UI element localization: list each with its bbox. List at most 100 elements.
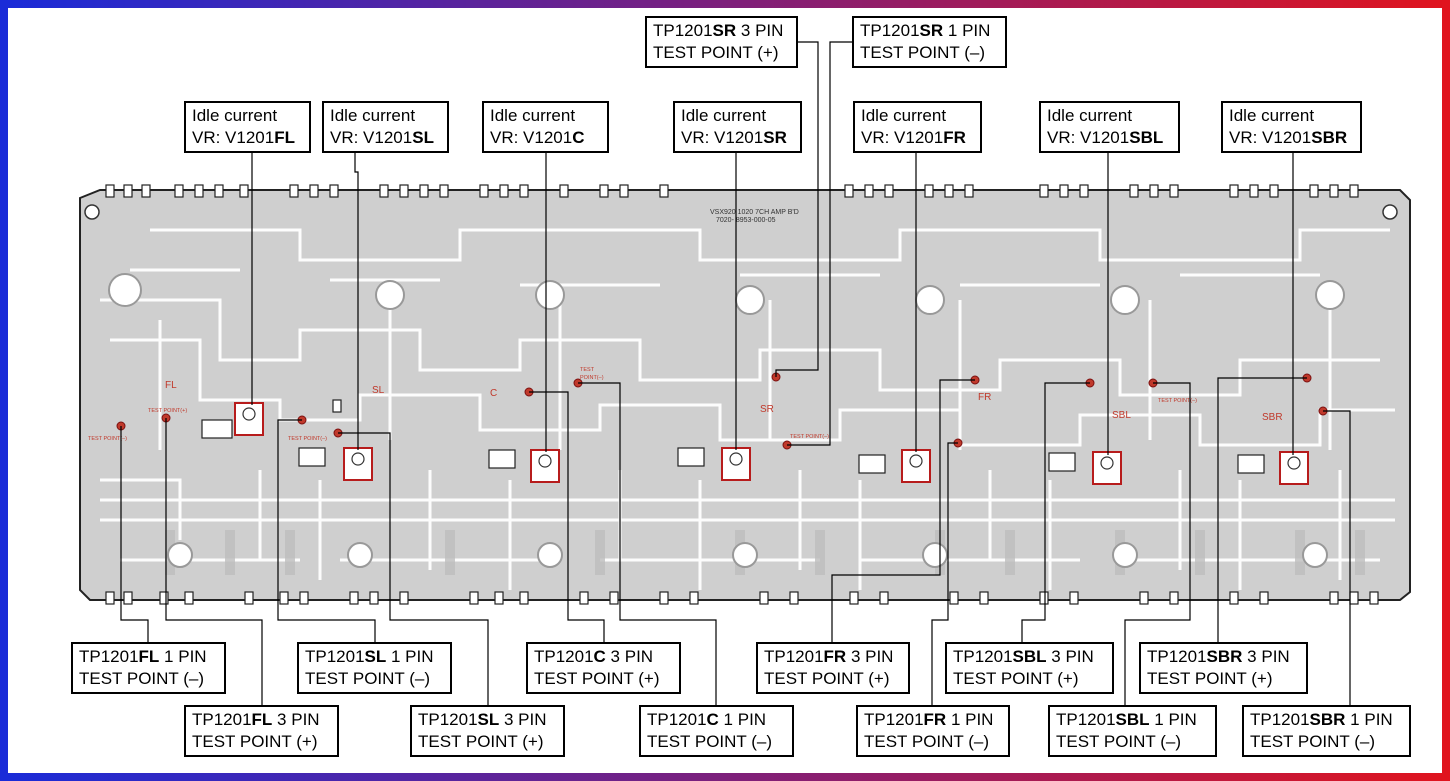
label-tp-sr-3pin-prefix: TP1201 — [653, 21, 713, 40]
channel-marks: FL SL C SR FR SBL SBR — [165, 380, 1283, 423]
tp-caption-fl-plus: TEST POINT(+) — [148, 408, 187, 414]
label-idle-sl: Idle current VR: V1201SL — [322, 101, 449, 153]
label-tp-sl-1pin-bold: SL — [364, 647, 387, 666]
label-tp-sl-1pin: TP1201SL 1 PIN TEST POINT (–) — [297, 642, 452, 694]
label-tp-sbr-1pin-line2: TEST POINT (–) — [1250, 732, 1376, 751]
label-idle-sl-prefix: VR: V1201 — [330, 128, 413, 147]
label-tp-sr-1pin: TP1201SR 1 PIN TEST POINT (–) — [852, 16, 1007, 68]
label-tp-sbr-1pin-prefix: TP1201 — [1250, 710, 1310, 729]
label-tp-sbr-3pin-bold: SBR — [1206, 647, 1243, 666]
label-tp-c-1pin-line2: TEST POINT (–) — [647, 732, 773, 751]
label-idle-fl-prefix: VR: V1201 — [192, 128, 275, 147]
label-tp-sr-1pin-line2: TEST POINT (–) — [860, 43, 986, 62]
label-tp-fr-1pin-bold: FR — [923, 710, 947, 729]
tp-caption-c-minus-2: POINT(–) — [580, 375, 604, 381]
label-tp-sbr-3pin: TP1201SBR 3 PIN TEST POINT (+) — [1139, 642, 1308, 694]
label-tp-sbl-1pin: TP1201SBL 1 PIN TEST POINT (–) — [1048, 705, 1217, 757]
tp-caption-sr-minus: TEST POINT(–) — [790, 434, 829, 440]
label-idle-sl-line1: Idle current — [330, 106, 416, 125]
tp-caption-c-minus-1: TEST — [580, 367, 595, 373]
label-tp-fl-3pin: TP1201FL 3 PIN TEST POINT (+) — [184, 705, 339, 757]
bottom-edge-pins — [105, 591, 1379, 605]
label-idle-sbr-bold: SBR — [1311, 128, 1348, 147]
label-tp-fl-3pin-line2: TEST POINT (+) — [192, 732, 318, 751]
label-idle-fr-prefix: VR: V1201 — [861, 128, 944, 147]
label-tp-fl-1pin-bold: FL — [138, 647, 160, 666]
label-tp-sbr-3pin-line2: TEST POINT (+) — [1147, 669, 1273, 688]
label-idle-sl-bold: SL — [412, 128, 434, 147]
label-idle-fl-line1: Idle current — [192, 106, 278, 125]
label-tp-sbr-1pin: TP1201SBR 1 PIN TEST POINT (–) — [1242, 705, 1411, 757]
test-point-captions: TEST POINT(–) TEST POINT(+) TEST POINT(–… — [88, 367, 1197, 442]
mark-fr: FR — [978, 392, 991, 403]
label-idle-c-bold: C — [572, 128, 585, 147]
label-tp-sbl-3pin: TP1201SBL 3 PIN TEST POINT (+) — [945, 642, 1114, 694]
label-tp-sr-3pin-suffix: 3 PIN — [736, 21, 784, 40]
top-edge-pins — [105, 184, 1359, 198]
label-tp-sbl-3pin-line2: TEST POINT (+) — [953, 669, 1079, 688]
test-point-dots — [116, 372, 1328, 450]
mark-sl: SL — [372, 385, 385, 396]
label-idle-sbr-line1: Idle current — [1229, 106, 1315, 125]
leader-lines — [120, 41, 1351, 705]
label-tp-sbl-1pin-line2: TEST POINT (–) — [1056, 732, 1182, 751]
mark-sbr: SBR — [1262, 412, 1283, 423]
label-tp-sl-3pin-suffix: 3 PIN — [499, 710, 547, 729]
label-idle-c-line1: Idle current — [490, 106, 576, 125]
label-tp-sbl-3pin-prefix: TP1201 — [953, 647, 1013, 666]
label-tp-fr-1pin-prefix: TP1201 — [864, 710, 924, 729]
label-idle-sbl: Idle current VR: V1201SBL — [1039, 101, 1180, 153]
label-tp-sl-3pin-bold: SL — [477, 710, 500, 729]
label-tp-fl-1pin-line2: TEST POINT (–) — [79, 669, 205, 688]
label-idle-sbl-bold: SBL — [1129, 128, 1164, 147]
label-tp-sbr-3pin-prefix: TP1201 — [1147, 647, 1207, 666]
pcb-board: VSX920 1020 7CH AMP B'D 7020- 8953-000-0… — [79, 184, 1411, 605]
label-tp-sbl-3pin-bold: SBL — [1012, 647, 1047, 666]
label-tp-c-1pin: TP1201C 1 PIN TEST POINT (–) — [639, 705, 794, 757]
label-idle-fl: Idle current VR: V1201FL — [184, 101, 311, 153]
mark-sbl: SBL — [1112, 410, 1131, 421]
label-idle-sr-line1: Idle current — [681, 106, 767, 125]
label-tp-fr-3pin-bold: FR — [823, 647, 847, 666]
label-tp-fl-1pin-prefix: TP1201 — [79, 647, 139, 666]
label-idle-c: Idle current VR: V1201C — [482, 101, 609, 153]
label-tp-fr-1pin: TP1201FR 1 PIN TEST POINT (–) — [856, 705, 1010, 757]
label-tp-fr-3pin: TP1201FR 3 PIN TEST POINT (+) — [756, 642, 910, 694]
label-tp-sbl-1pin-prefix: TP1201 — [1056, 710, 1116, 729]
mark-c: C — [490, 388, 497, 399]
label-idle-fr-line1: Idle current — [861, 106, 947, 125]
label-tp-sl-3pin-line2: TEST POINT (+) — [418, 732, 544, 751]
pcb-large-pads — [108, 273, 1345, 568]
mark-sr: SR — [760, 404, 774, 415]
label-tp-sr-3pin: TP1201SR 3 PIN TEST POINT (+) — [645, 16, 798, 68]
label-idle-sbl-line1: Idle current — [1047, 106, 1133, 125]
label-idle-sr: Idle current VR: V1201SR — [673, 101, 802, 153]
components — [201, 399, 1309, 485]
label-tp-fr-1pin-suffix: 1 PIN — [946, 710, 994, 729]
label-tp-sbl-1pin-bold: SBL — [1115, 710, 1150, 729]
label-tp-fl-3pin-suffix: 3 PIN — [272, 710, 320, 729]
label-tp-fr-3pin-prefix: TP1201 — [764, 647, 824, 666]
label-idle-fl-bold: FL — [274, 128, 296, 147]
label-tp-sbl-3pin-suffix: 3 PIN — [1046, 647, 1094, 666]
tp-caption-sbl-minus: TEST POINT(–) — [1158, 398, 1197, 404]
label-tp-sbr-3pin-suffix: 3 PIN — [1242, 647, 1290, 666]
label-tp-c-3pin-bold: C — [593, 647, 606, 666]
label-tp-c-3pin-prefix: TP1201 — [534, 647, 594, 666]
label-tp-fl-3pin-prefix: TP1201 — [192, 710, 252, 729]
label-tp-c-3pin-line2: TEST POINT (+) — [534, 669, 660, 688]
label-tp-fr-1pin-line2: TEST POINT (–) — [864, 732, 990, 751]
label-tp-c-1pin-bold: C — [706, 710, 719, 729]
label-tp-sl-1pin-prefix: TP1201 — [305, 647, 365, 666]
mark-fl: FL — [165, 380, 177, 391]
label-tp-sbr-1pin-suffix: 1 PIN — [1345, 710, 1393, 729]
board-title-line1: VSX920 1020 7CH AMP B'D — [710, 209, 799, 216]
label-tp-fl-3pin-bold: FL — [251, 710, 273, 729]
tp-caption-sl-minus: TEST POINT(–) — [288, 436, 327, 442]
label-tp-sr-1pin-prefix: TP1201 — [860, 21, 920, 40]
label-tp-sbl-1pin-suffix: 1 PIN — [1149, 710, 1197, 729]
label-tp-sl-3pin-prefix: TP1201 — [418, 710, 478, 729]
label-idle-sbr-prefix: VR: V1201 — [1229, 128, 1312, 147]
label-tp-sl-3pin: TP1201SL 3 PIN TEST POINT (+) — [410, 705, 565, 757]
label-tp-c-3pin: TP1201C 3 PIN TEST POINT (+) — [526, 642, 681, 694]
